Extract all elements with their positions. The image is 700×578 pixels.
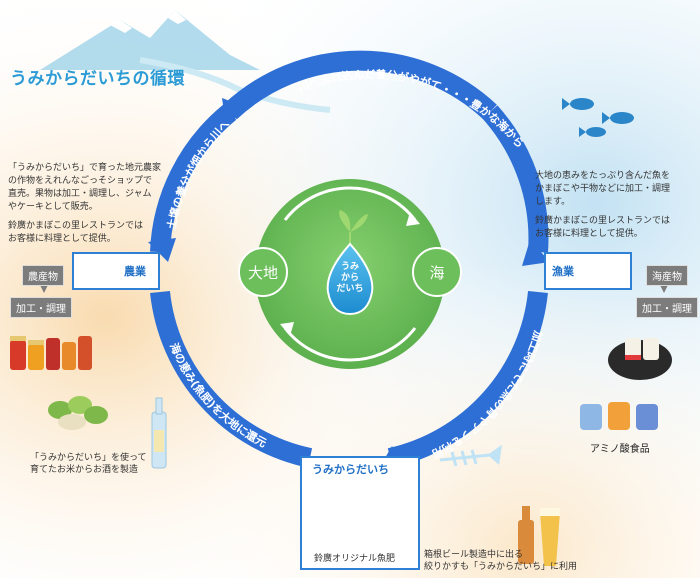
agriculture-desc-line: やケーキとして販売。 [8, 202, 98, 212]
beer-image [518, 506, 560, 566]
drop-label-line-2: から [340, 273, 359, 283]
mountain-illustration [40, 10, 331, 113]
agriculture-process-chip: 加工・調理 [10, 297, 72, 318]
page-title: うみからだいちの循環 [10, 69, 185, 89]
fishery-desc-line: 鈴廣かまぼこの里レストランでは [535, 216, 671, 226]
fertilizer-box: うみからだいち 鈴廣オリジナル魚肥 [300, 456, 420, 570]
agriculture-desc-line: 直売。果物は加工・調理し、ジャム [8, 189, 152, 199]
amino-acid-label: アミノ酸食品 [590, 444, 650, 455]
kamaboko-plate-image [608, 338, 672, 380]
sake-caption-line: 育てたお米からお酒を製造 [30, 465, 139, 475]
fertilizer-caption: 鈴廣オリジナル魚肥 [314, 554, 396, 564]
land-circle [238, 247, 288, 297]
fish-bone-icon [439, 444, 502, 467]
fishery-desc-line: 大地の恵みをたっぷり含んだ魚を [535, 171, 671, 181]
fishery-desc-line: お客様に料理として提供。 [535, 229, 643, 239]
sea-circle [412, 247, 462, 297]
fishery-box: 漁業 [544, 252, 632, 290]
beer-caption: 箱根ビール製造中に出る 絞りかすも「うみからだいち」に利用 [424, 549, 577, 573]
agriculture-product-chip: 農産物 [22, 265, 64, 286]
drop-label-line-3: だいち [336, 284, 364, 294]
fertilizer-box-label: うみからだいち [312, 463, 389, 476]
land-label: 大地 [247, 264, 278, 282]
agriculture-desc-line: の作物をえれんなごっそショップで [8, 176, 153, 186]
fishery-desc-line: かまぼこや干物などに加工・調理 [535, 184, 671, 194]
agriculture-description: 「うみからだいち」で育った地元農家 の作物をえれんなごっそショップで 直売。果物… [8, 162, 161, 246]
sprout-icon [339, 210, 368, 244]
inner-arrow-head-right [406, 212, 420, 226]
beer-caption-line: 箱根ビール製造中に出る [424, 550, 524, 560]
sake-bottle-image [151, 397, 167, 469]
chip-down-arrows [40, 285, 668, 293]
beer-caption-line: 絞りかすも「うみからだいち」に利用 [424, 562, 578, 572]
water-drop-icon [326, 242, 374, 316]
fishery-process-chip: 加工・調理 [636, 297, 698, 318]
inner-cycle-arrows [283, 186, 417, 362]
fishery-product-chip: 海産物 [646, 265, 688, 286]
agriculture-box-label: 農業 [124, 265, 146, 278]
jam-jars-image [10, 336, 92, 370]
fishery-desc-line: します。 [535, 197, 571, 207]
sake-caption-line: 「うみからだいち」を使って [30, 453, 147, 463]
drop-label: うみ から だいち [330, 262, 370, 295]
sea-label: 海 [429, 264, 445, 282]
amino-acid-jars-image [580, 402, 658, 430]
outer-cycle-ring [150, 50, 549, 468]
agriculture-box: 農業 [72, 252, 160, 290]
drop-label-line-1: うみ [340, 262, 359, 272]
agriculture-desc-line: 鈴廣かまぼこの里レストランでは [8, 221, 144, 231]
sake-caption: 「うみからだいち」を使って 育てたお米からお酒を製造 [30, 452, 147, 476]
cabbage-rolls-image [48, 396, 108, 430]
agriculture-desc-line: 「うみからだいち」で育った地元農家 [8, 163, 162, 173]
inner-arrow-head-left [280, 322, 294, 336]
fishery-description: 大地の恵みをたっぷり含んだ魚を かまぼこや干物などに加工・調理 します。 鈴廣か… [535, 170, 670, 241]
agriculture-desc-line: お客様に料理として提供。 [8, 234, 116, 244]
fish-school [562, 98, 634, 137]
fishery-box-label: 漁業 [552, 265, 574, 278]
